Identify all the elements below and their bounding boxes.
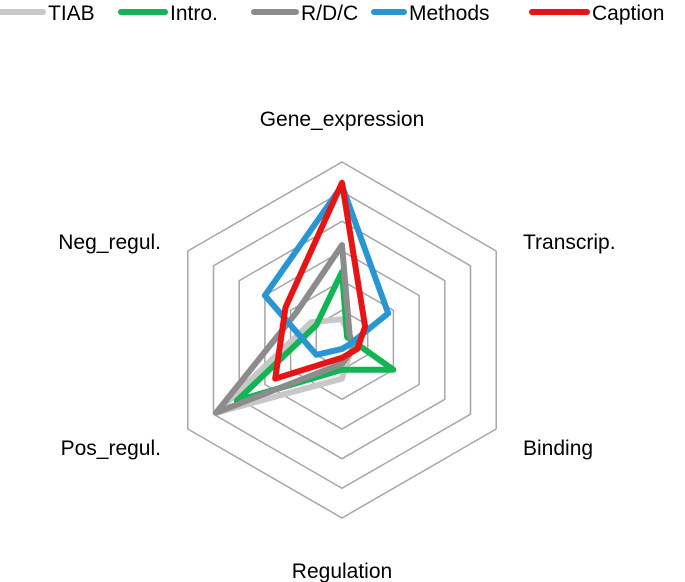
grid-ring <box>212 190 472 490</box>
legend-item-3: Methods <box>371 2 490 25</box>
legend: TIAB Intro. R/D/C Methods Caption <box>0 2 664 25</box>
legend-item-1: Intro. <box>118 2 218 25</box>
series-line-r-d-c <box>213 242 358 416</box>
legend-label: Caption <box>592 2 664 25</box>
legend-label: Methods <box>409 2 490 25</box>
legend-label: Intro. <box>170 2 218 25</box>
axis-label: Binding <box>523 437 593 460</box>
axis-label: Regulation <box>292 560 392 582</box>
grid-ring <box>289 279 395 401</box>
axis-label: Neg_regul. <box>58 231 161 254</box>
legend-item-2: R/D/C <box>251 2 358 25</box>
radar-grid <box>187 161 497 519</box>
axis-label: Gene_expression <box>260 108 425 131</box>
axis-label: Transcrip. <box>523 231 616 254</box>
legend-item-4: Caption <box>529 2 664 25</box>
series-line-intro <box>233 268 397 404</box>
series-line-methods <box>261 182 392 358</box>
legend-label: TIAB <box>48 2 95 25</box>
legend-label: R/D/C <box>301 2 358 25</box>
series-line-caption <box>272 179 369 382</box>
legend-item-0: TIAB <box>0 2 95 25</box>
series-lines <box>213 179 397 416</box>
grid-ring <box>238 220 446 460</box>
axis-label: Pos_regul. <box>61 437 161 460</box>
grid-ring <box>187 161 497 519</box>
